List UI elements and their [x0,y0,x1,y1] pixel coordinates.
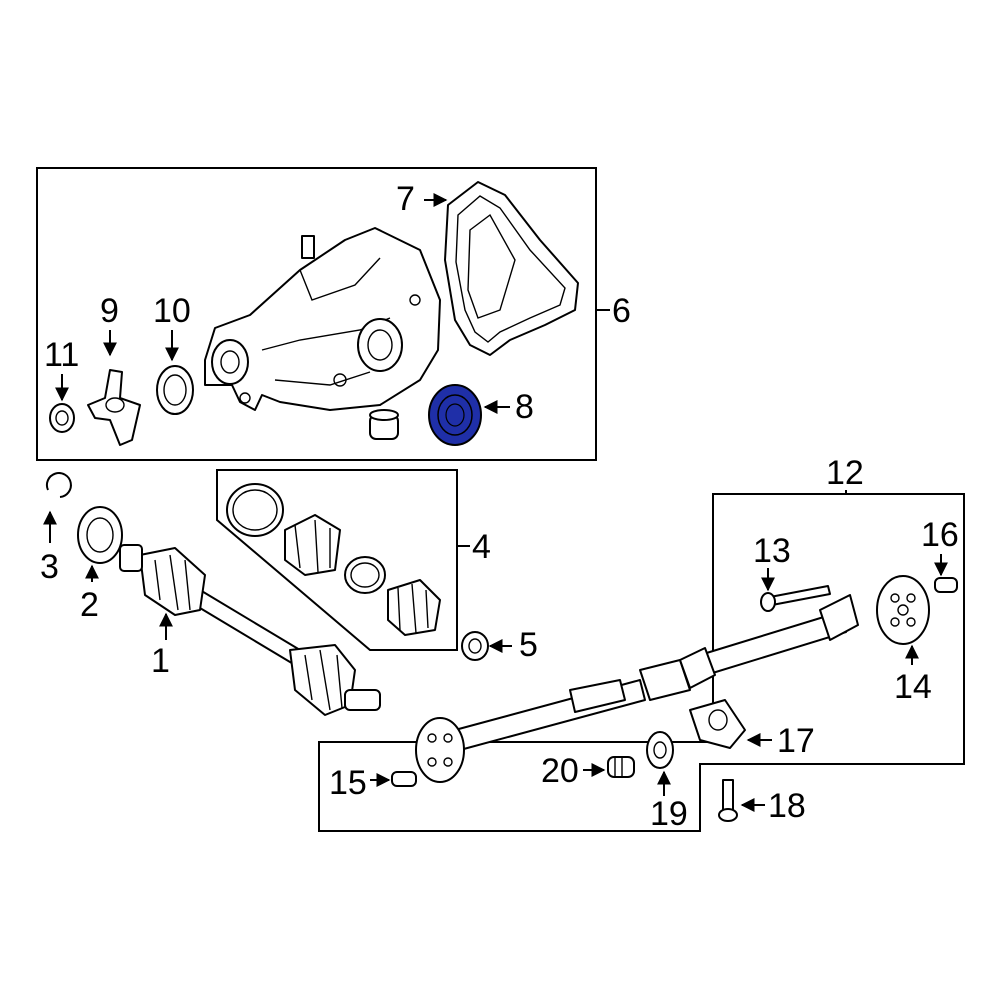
callout-15: 15 [329,764,367,802]
flex-disc-rear[interactable] [876,575,930,645]
callout-8: 8 [515,388,534,426]
bearing-bolt[interactable] [718,779,738,822]
callout-18: 18 [768,787,806,825]
callout-7: 7 [396,180,415,218]
axle-shaft[interactable] [119,544,381,716]
callout-14: 14 [894,668,932,706]
callout-11: 11 [44,336,79,374]
mount-bushing[interactable] [369,409,399,440]
boot-kit-group-box [216,469,458,651]
callout-3: 3 [40,548,59,586]
axle-seal[interactable] [77,506,123,564]
damper-bushing[interactable] [607,756,635,778]
callout-1: 1 [151,642,170,680]
callout-12: 12 [826,454,864,492]
callout-20: 20 [541,752,579,790]
differential-group-box [36,167,597,461]
flex-disc-front[interactable] [415,717,465,783]
centering-sleeve[interactable] [934,577,958,593]
axle-nut[interactable] [461,631,489,661]
rear-cover-gasket[interactable] [444,181,579,356]
callout-6: 6 [612,292,631,330]
callout-13: 13 [753,532,791,570]
callout-19: 19 [650,795,688,833]
pinion-nut[interactable] [49,403,75,433]
flex-disc-bolt[interactable] [760,585,831,612]
bearing-washer[interactable] [646,731,674,769]
differential-housing[interactable] [204,227,441,411]
centering-bushing[interactable] [391,771,417,787]
output-flange[interactable] [87,369,141,446]
callout-16: 16 [921,516,959,554]
differential-seal-highlighted[interactable] [428,384,482,446]
driveshaft-group-box [318,493,965,832]
snap-ring[interactable] [45,472,72,498]
center-support-bearing[interactable] [689,699,746,749]
callout-10: 10 [153,292,191,330]
cv-boot-kit[interactable] [226,483,441,636]
callout-17: 17 [777,722,815,760]
callout-2: 2 [80,586,99,624]
callout-9: 9 [100,292,119,330]
callout-4: 4 [472,528,491,566]
callout-5: 5 [519,626,538,664]
drive-shaft[interactable] [454,594,859,751]
flange-seal-ring[interactable] [156,365,194,415]
